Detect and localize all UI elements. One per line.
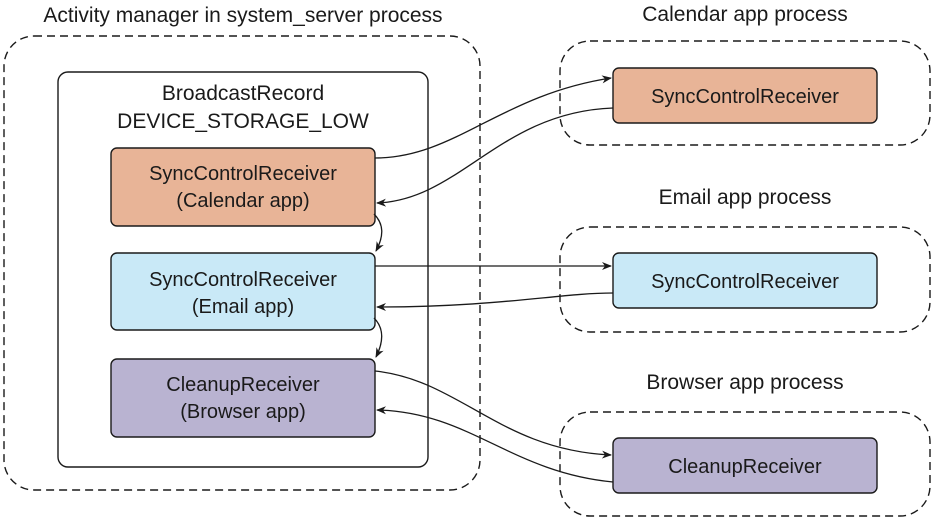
dispatch-arrow-calendar [374,75,612,159]
return-arrow-email [376,292,614,311]
system-server-process-title: Activity manager in system_server proces… [43,4,442,27]
sequence-arrow-calendar-to-email [373,213,384,252]
return-arrow-browser [376,406,614,483]
email-receiver-box [612,252,878,309]
record-receiver-calendar-name: SyncControlReceiver [149,163,337,185]
record-receiver-calendar-box [110,147,376,227]
browser-receiver-box [612,437,878,494]
broadcast-record-title: BroadcastRecord [162,82,324,105]
sequence-arrow-email-to-browser [373,317,384,358]
record-receiver-email-box [110,252,376,331]
record-receiver-email-app: (Email app) [192,296,294,318]
browser-app-process-title: Browser app process [646,371,843,394]
record-receiver-calendar-app: (Calendar app) [176,190,309,212]
system-server-process-boundary [3,35,481,491]
calendar-app-process-boundary [559,40,931,146]
dispatch-arrow-browser [374,370,612,459]
broadcast-record-action: DEVICE_STORAGE_LOW [117,110,369,133]
email-app-process-boundary [559,226,931,333]
email-receiver-label: SyncControlReceiver [651,271,839,293]
browser-app-process-boundary [559,411,931,517]
email-app-process-title: Email app process [659,186,832,209]
record-receiver-browser-box [110,358,376,438]
browser-receiver-label: CleanupReceiver [668,456,822,478]
record-receiver-browser-app: (Browser app) [180,401,306,423]
calendar-receiver-label: SyncControlReceiver [651,86,839,108]
calendar-receiver-box [612,67,878,124]
calendar-app-process-title: Calendar app process [642,3,847,26]
return-arrow-calendar [376,107,614,207]
record-receiver-browser-name: CleanupReceiver [166,374,320,396]
record-receiver-email-name: SyncControlReceiver [149,269,337,291]
